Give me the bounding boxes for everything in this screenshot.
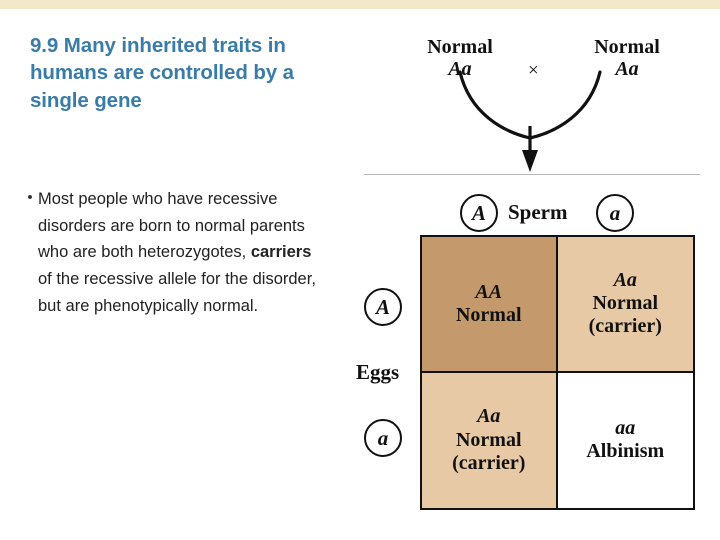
cell-phenotype: Normal xyxy=(455,428,522,451)
cell-genotype: Aa xyxy=(477,405,501,428)
sperm-axis-label: Sperm xyxy=(508,200,568,224)
parent-left: Normal Aa xyxy=(400,36,520,81)
punnett-cell-aa-homozygous-dominant: AA Normal xyxy=(422,237,558,373)
egg-allele-a-recessive: a xyxy=(364,419,402,457)
cross-arrow-icon xyxy=(458,70,602,172)
bullet-text-part1: Most people who have recessive disorders… xyxy=(38,190,305,262)
punnett-cell-aa-heterozygous-top: Aa Normal (carrier) xyxy=(557,237,693,373)
sperm-allele-a-recessive: a xyxy=(596,194,634,232)
eggs-axis-label: Eggs xyxy=(356,360,400,384)
cell-genotype: Aa xyxy=(613,268,637,291)
punnett-grid: AA Normal Aa Normal (carrier) Aa Normal … xyxy=(420,235,695,510)
bullet-block: • Most people who have recessive disorde… xyxy=(22,186,322,320)
parent-right: Normal Aa xyxy=(562,36,692,81)
cell-genotype: aa xyxy=(615,417,636,440)
cell-phenotype: Normal xyxy=(592,292,659,315)
bullet-text-bold: carriers xyxy=(250,243,312,262)
cell-genotype: AA xyxy=(475,280,503,303)
top-accent-bar-inner xyxy=(0,9,720,12)
parent-right-phenotype: Normal xyxy=(594,36,660,58)
parent-right-genotype: Aa xyxy=(615,58,639,81)
egg-allele-a-dominant: A xyxy=(364,288,402,326)
parent-left-genotype: Aa xyxy=(448,58,472,81)
figure-divider xyxy=(364,174,700,175)
cross-symbol-icon: × xyxy=(528,60,539,81)
list-item: • Most people who have recessive disorde… xyxy=(22,186,322,320)
cell-phenotype: Albinism xyxy=(586,440,665,463)
cell-note: (carrier) xyxy=(452,451,526,474)
punnett-cell-aa-homozygous-recessive: aa Albinism xyxy=(557,372,693,508)
bullet-text: Most people who have recessive disorders… xyxy=(38,186,322,320)
bullet-marker-icon: • xyxy=(27,189,33,206)
page-title: 9.9 Many inherited traits in humans are … xyxy=(30,34,294,112)
punnett-cell-aa-heterozygous-bottom: Aa Normal (carrier) xyxy=(422,372,558,508)
cell-phenotype: Normal xyxy=(455,303,522,326)
punnett-square-figure: Normal Aa × Normal Aa A Sperm a Eggs A a… xyxy=(352,22,710,522)
parent-left-phenotype: Normal xyxy=(427,36,493,58)
cell-note: (carrier) xyxy=(588,315,662,338)
bullet-text-part2: of the recessive allele for the disorder… xyxy=(38,270,316,315)
sperm-allele-a-dominant: A xyxy=(460,194,498,232)
